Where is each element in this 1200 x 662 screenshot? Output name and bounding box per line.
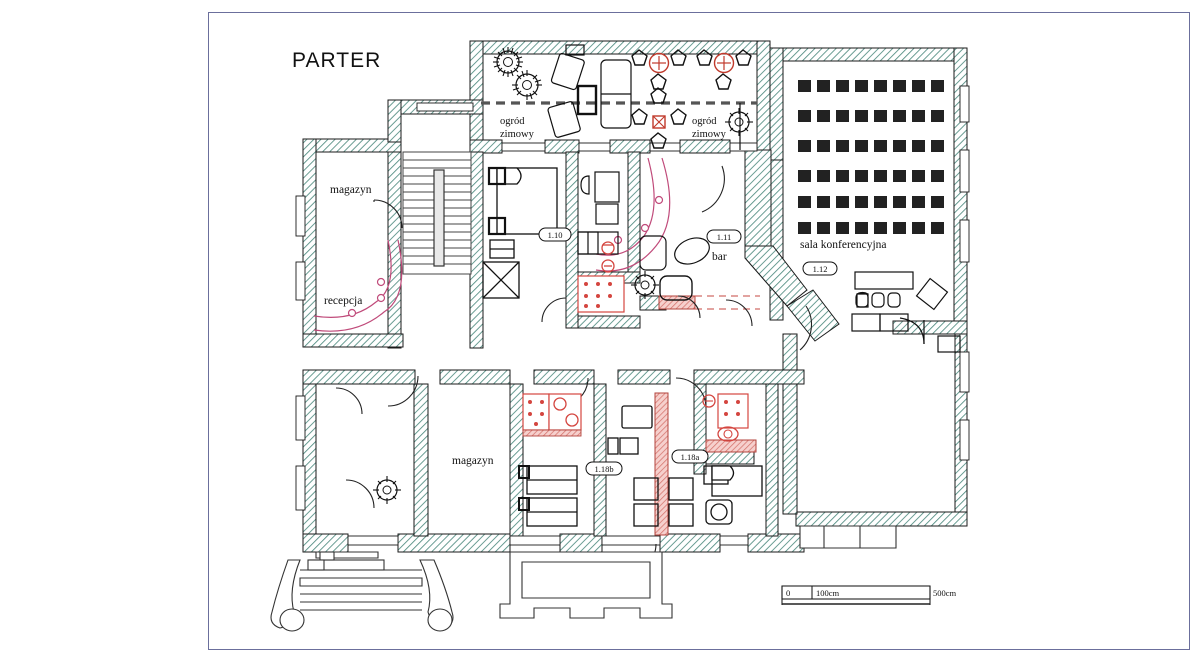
bedroom-1-18b-furniture	[518, 465, 578, 527]
room-code-1-11-text: 1.11	[717, 232, 732, 242]
scale-label-end: 500cm	[933, 588, 957, 598]
entrance-staircase	[270, 551, 454, 632]
shower-tiles-1	[577, 275, 625, 313]
plant-icon-group-left	[493, 47, 753, 150]
plant-icon-lower-left	[373, 476, 401, 504]
room-label-ogrod-zimowy-right-1: ogród	[692, 116, 717, 127]
conference-hall-seating	[798, 80, 944, 234]
scale-bar: 0 100cm 500cm	[781, 585, 957, 605]
windows-layer	[295, 85, 970, 546]
bathroom-1-10-fixtures	[577, 171, 620, 255]
room-label-magazyn-upper: magazyn	[330, 184, 372, 196]
room-code-1-18b: 1.18b	[585, 461, 623, 476]
corridor-dashed-lines	[695, 295, 760, 310]
bathroom-1-18a-fixtures	[702, 393, 749, 442]
winter-garden-left-furniture	[547, 44, 632, 138]
bar-seating-furniture	[639, 235, 710, 301]
bathroom-1-18b-fixtures	[522, 393, 582, 437]
room-code-1-18a-text: 1.18a	[681, 452, 700, 462]
plant-icon-bar	[631, 271, 659, 299]
room-label-recepcja: recepcja	[324, 295, 362, 307]
room-label-bar: bar	[712, 251, 727, 263]
room-code-1-10-text: 1.10	[548, 230, 563, 240]
reception-desk-curve	[313, 239, 403, 332]
door-swings-layer	[335, 165, 813, 573]
room-label-ogrod-zimowy-right-2: zimowy	[692, 129, 727, 140]
terrace-outline	[499, 551, 673, 619]
room-code-1-10: 1.10	[538, 227, 572, 242]
conference-hall-furniture	[851, 271, 961, 353]
bathroom-fixtures-red-1	[601, 241, 615, 273]
main-staircase	[402, 151, 472, 275]
bedroom-1-10-furniture	[482, 166, 558, 299]
room-code-1-12-text: 1.12	[813, 264, 828, 274]
room-code-1-18a: 1.18a	[671, 449, 709, 464]
scale-label-mid: 100cm	[816, 588, 840, 598]
room-label-ogrod-zimowy-left-1: ogród	[500, 116, 525, 127]
right-terrace-outline	[799, 525, 897, 549]
room-label-magazyn-lower: magazyn	[452, 455, 494, 467]
room-label-ogrod-zimowy-left-2: zimowy	[500, 129, 535, 140]
room-label-sala-konferencyjna: sala konferencyjna	[800, 239, 887, 251]
room-code-1-18b-text: 1.18b	[594, 464, 613, 474]
page-title: PARTER	[292, 49, 381, 72]
room-code-1-11: 1.11	[706, 229, 742, 244]
room-code-1-12: 1.12	[802, 261, 838, 276]
walls-layer	[302, 40, 968, 553]
scale-label-zero: 0	[786, 588, 790, 598]
bedroom-1-18a-furniture	[711, 465, 763, 497]
winter-garden-right-tables	[631, 49, 752, 149]
